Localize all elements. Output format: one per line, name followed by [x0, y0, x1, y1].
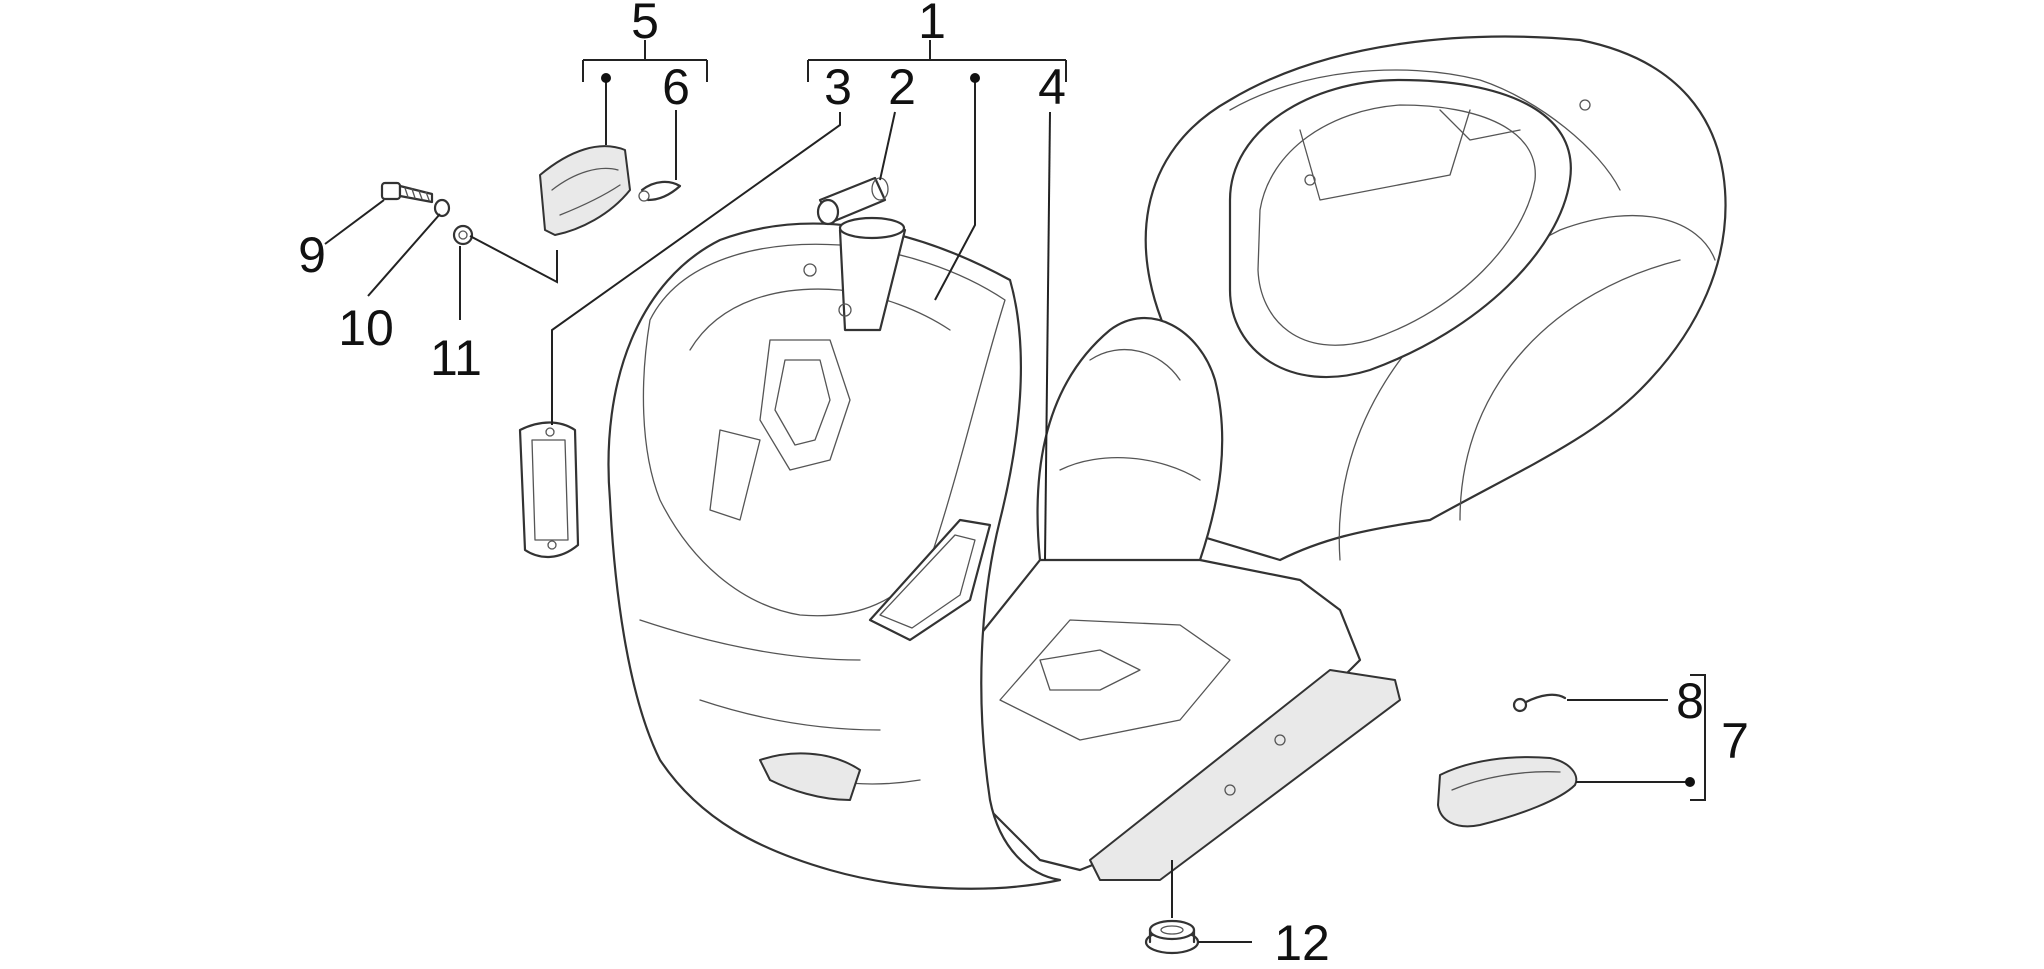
- callout-12: 12: [1274, 915, 1330, 969]
- part-12-grommet: [1144, 919, 1200, 955]
- group-dot-7: [1685, 777, 1695, 787]
- part-5-front-trim: [539, 145, 631, 236]
- callout-1: 1: [918, 0, 946, 49]
- callout-8: 8: [1676, 673, 1704, 729]
- part-11-washer: [452, 224, 474, 246]
- callout-10: 10: [338, 300, 394, 356]
- leader-lines: [324, 40, 1706, 943]
- callout-11: 11: [430, 330, 482, 386]
- callout-4: 4: [1038, 59, 1066, 115]
- group-dot-1: [970, 73, 980, 83]
- part-9-screw: [380, 181, 434, 204]
- part-2-bushing: [816, 176, 889, 226]
- part-6-clip: [638, 180, 682, 202]
- callout-5: 5: [631, 0, 659, 49]
- part-10-washer: [433, 198, 451, 218]
- scooter-body: [607, 35, 1727, 890]
- group-dot-5: [601, 73, 611, 83]
- part-8-clip: [1512, 693, 1567, 713]
- callout-3: 3: [824, 59, 852, 115]
- part-3-cover: [518, 421, 580, 558]
- callout-7: 7: [1721, 713, 1749, 769]
- callout-9: 9: [298, 227, 326, 283]
- callout-6: 6: [662, 59, 690, 115]
- part-7-rear-trim: [1437, 756, 1578, 828]
- callout-2: 2: [888, 59, 916, 115]
